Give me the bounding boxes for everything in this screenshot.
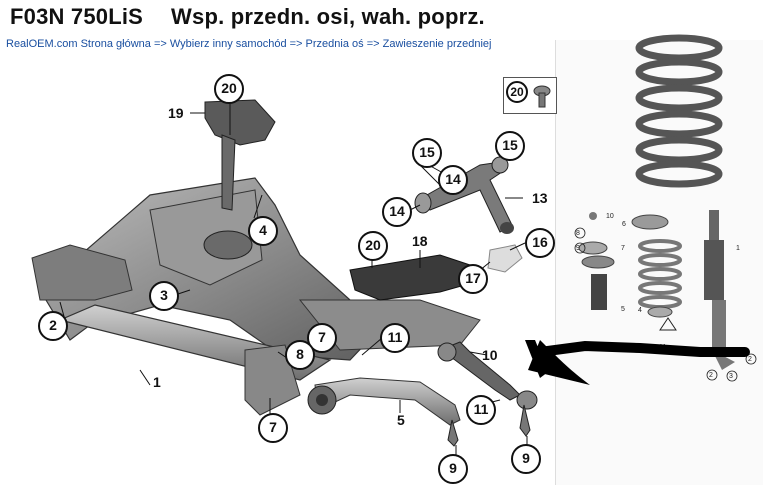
strut-label-7: 7 (621, 245, 625, 252)
callout-11b[interactable]: 11 (466, 395, 496, 425)
callout-16[interactable]: 16 (525, 228, 555, 258)
lower-control-arm[interactable] (307, 377, 461, 447)
callout-20-box[interactable]: 20 (506, 81, 528, 103)
callout-13[interactable]: 13 (532, 190, 548, 206)
callout-18[interactable]: 18 (412, 233, 428, 249)
strut-exploded-parts[interactable] (578, 210, 735, 370)
callout-14b[interactable]: 14 (382, 197, 412, 227)
callout-19[interactable]: 19 (168, 105, 184, 121)
strut-label-9: 9 (576, 245, 580, 252)
strut-label-2a: 2 (748, 356, 752, 363)
callout-7b[interactable]: 7 (258, 413, 288, 443)
strut-label-8: 8 (576, 230, 580, 237)
coil-spring[interactable] (635, 34, 723, 188)
callout-1[interactable]: 1 (153, 374, 161, 390)
strut-label-4: 4 (638, 307, 642, 314)
breadcrumb-home-link[interactable]: RealOEM.com Strona główna (6, 38, 151, 50)
breadcrumb-separator: => (289, 38, 303, 50)
screw-inset-box: 20 (503, 77, 557, 114)
pointer-arrow (525, 340, 750, 385)
callout-14a[interactable]: 14 (438, 165, 468, 195)
strut-label-10: 10 (606, 213, 614, 220)
model-name: F03N 750LiS (10, 4, 144, 29)
callout-10[interactable]: 10 (482, 347, 498, 363)
section-title: Wsp. przedn. osi, wah. poprz. (171, 4, 485, 29)
callout-2[interactable]: 2 (38, 311, 68, 341)
strut-label-2b: 2 (709, 372, 713, 379)
heat-shield[interactable] (349, 254, 471, 301)
strut-label-6: 6 (622, 221, 626, 228)
breadcrumb-front-axle-link[interactable]: Przednia oś (305, 38, 364, 50)
cover-cap[interactable] (487, 244, 523, 273)
page-title: F03N 750LiS Wsp. przedn. osi, wah. poprz. (10, 4, 485, 30)
callout-20-mid[interactable]: 20 (358, 231, 388, 261)
callout-5[interactable]: 5 (397, 412, 405, 428)
mounting-bracket[interactable] (204, 99, 276, 211)
callout-9a[interactable]: 9 (438, 454, 468, 484)
upper-control-arm[interactable] (414, 156, 514, 234)
callout-17[interactable]: 17 (458, 264, 488, 294)
strut-label-1: 1 (736, 245, 740, 252)
callout-8[interactable]: 8 (285, 340, 315, 370)
strut-label-5: 5 (621, 306, 625, 313)
callout-15a[interactable]: 15 (412, 138, 442, 168)
callout-20-top[interactable]: 20 (214, 74, 244, 104)
callout-3[interactable]: 3 (149, 281, 179, 311)
breadcrumb: RealOEM.com Strona główna => Wybierz inn… (6, 38, 491, 50)
breadcrumb-separator: => (366, 38, 380, 50)
callout-4[interactable]: 4 (248, 216, 278, 246)
breadcrumb-suspension-link[interactable]: Zawieszenie przedniej (382, 38, 492, 50)
callout-7a[interactable]: 7 (307, 323, 337, 353)
screw-icon (533, 85, 551, 108)
breadcrumb-separator: => (153, 38, 167, 50)
tension-strut[interactable] (437, 341, 538, 437)
callout-11a[interactable]: 11 (380, 323, 410, 353)
strut-label-3: 3 (729, 373, 733, 380)
callout-15b[interactable]: 15 (495, 131, 525, 161)
callout-9b[interactable]: 9 (511, 444, 541, 474)
breadcrumb-choose-car-link[interactable]: Wybierz inny samochód (169, 38, 287, 50)
